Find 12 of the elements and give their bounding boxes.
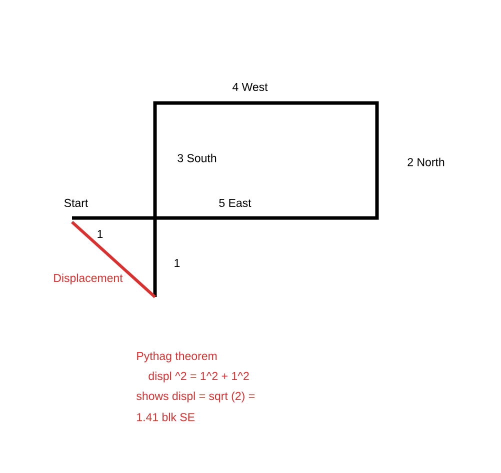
note-text: 1.41 blk SE	[137, 412, 194, 422]
note-text: shows displ = sqrt (2) =	[136, 392, 254, 402]
note-text: Pythag theorem	[137, 352, 217, 362]
distance-label: 1	[174, 259, 180, 267]
direction-label: 4 West	[232, 82, 268, 91]
direction-label: 2 North	[408, 158, 444, 166]
displacement-label: Displacement	[54, 274, 123, 284]
start-label: Start	[64, 198, 88, 208]
distance-label: 1	[98, 230, 103, 238]
direction-label: 3 South	[178, 154, 216, 162]
direction-label: 5 East	[219, 198, 252, 207]
note-text: displ ^2 = 1^2 + 1^2	[148, 372, 249, 382]
